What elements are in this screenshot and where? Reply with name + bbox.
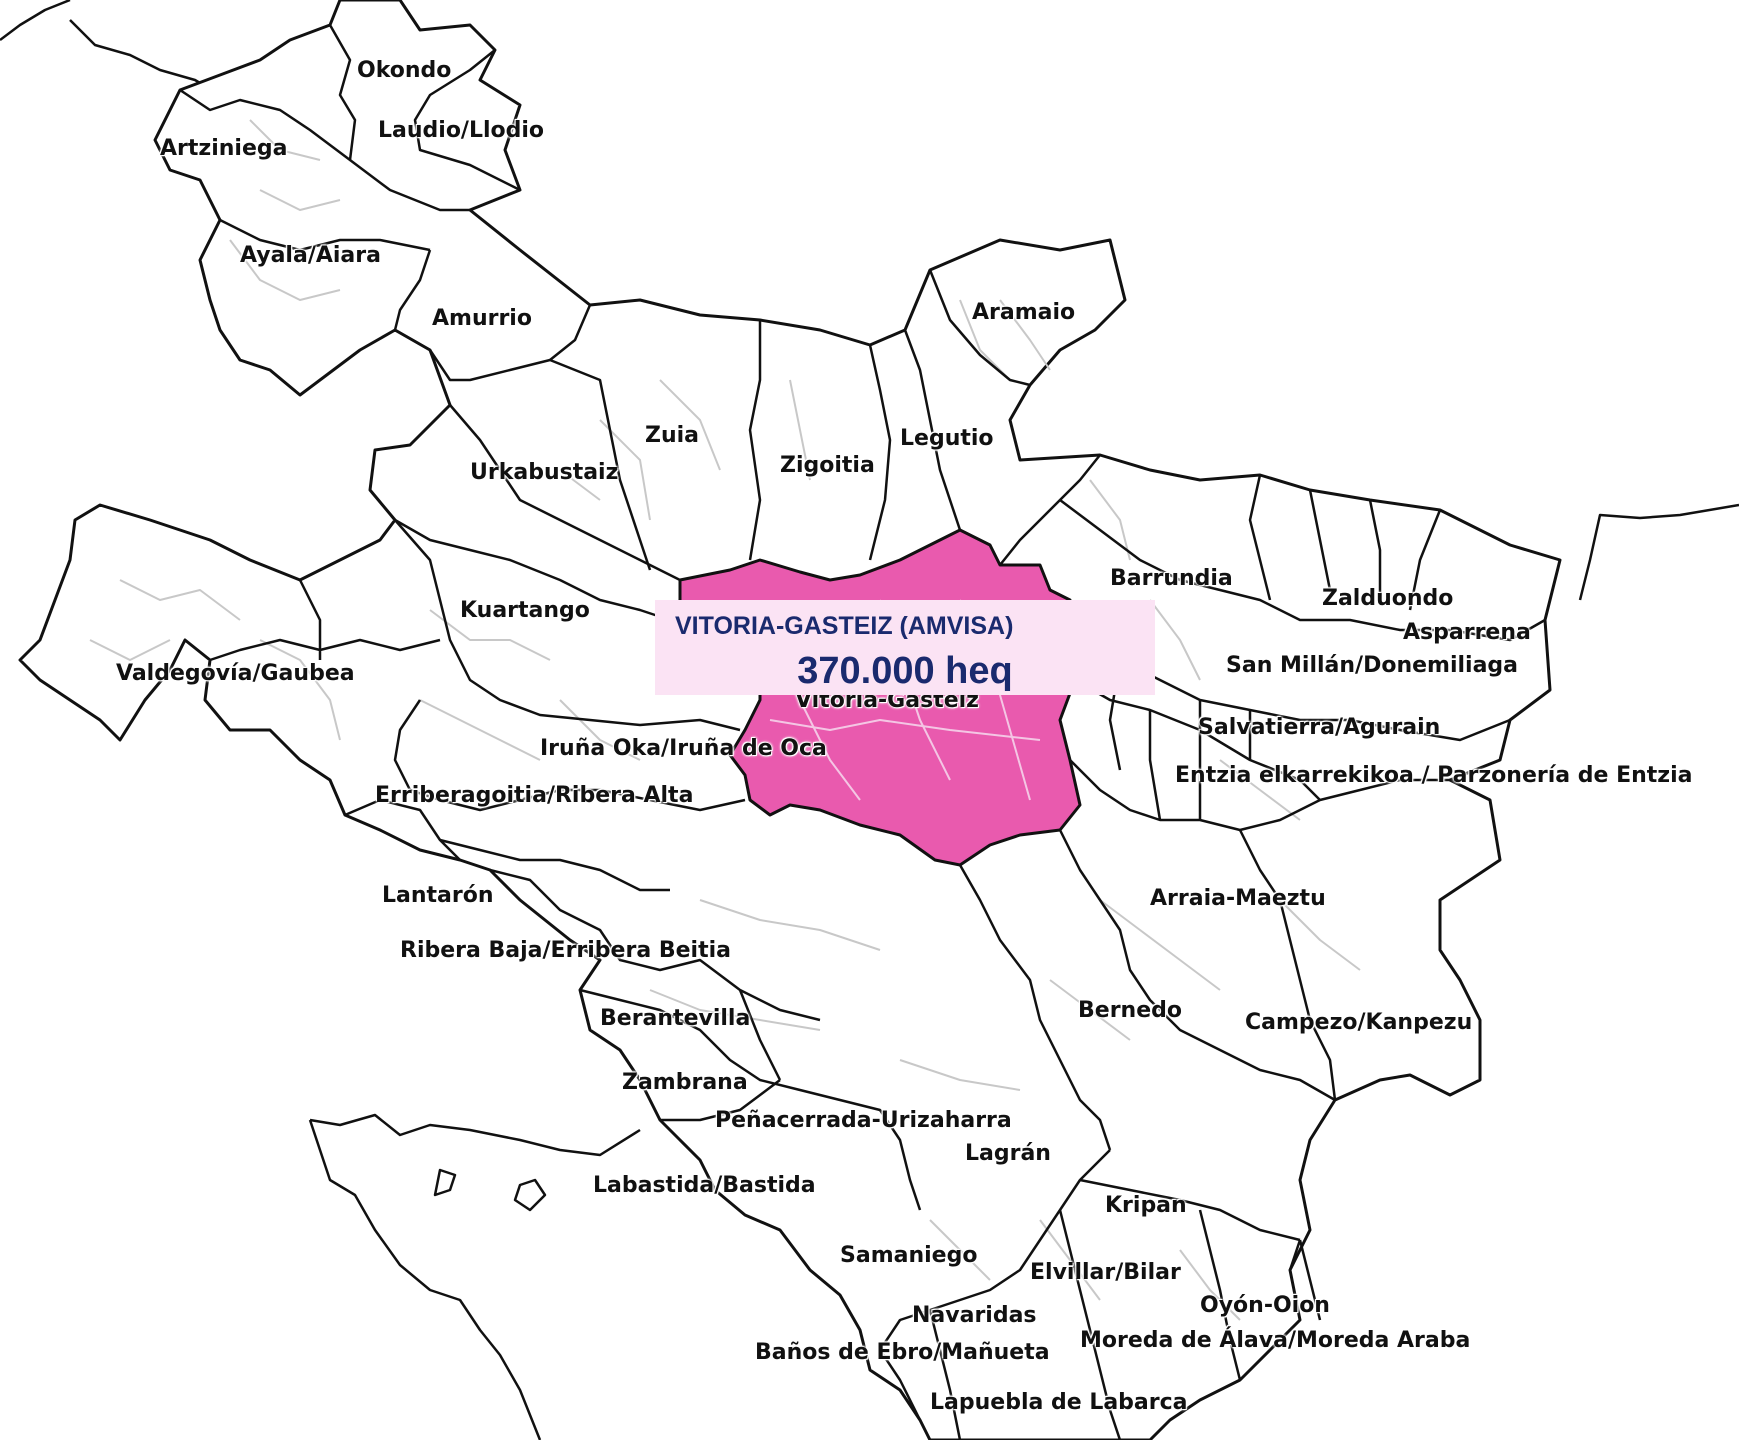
label-zigoitia: Zigoitia: [780, 453, 875, 478]
label-zuia: Zuia: [645, 423, 700, 448]
municipal-borders: [179, 0, 1546, 1440]
label-artziniega: Artziniega: [160, 136, 288, 161]
label-labastida: Labastida/Bastida: [593, 1173, 816, 1198]
label-campezo: Campezo/Kanpezu: [1245, 1010, 1473, 1035]
label-moreda: Moreda de Álava/Moreda Araba: [1080, 1328, 1471, 1353]
label-ribera-baja: Ribera Baja/Erribera Beitia: [400, 938, 731, 963]
label-kripan: Kripan: [1105, 1193, 1187, 1218]
label-okondo: Okondo: [357, 58, 452, 83]
label-urkabustaiz: Urkabustaiz: [470, 460, 619, 485]
label-arraia: Arraia-Maeztu: [1150, 886, 1326, 911]
label-erriberagoitia: Erriberagoitia/Ribera Alta: [375, 783, 694, 808]
label-zalduondo: Zalduondo: [1322, 586, 1454, 611]
label-lagran: Lagrán: [965, 1141, 1051, 1166]
label-iruna: Iruña Oka/Iruña de Oca: [540, 736, 827, 761]
label-legutio: Legutio: [900, 426, 994, 451]
label-zambrana: Zambrana: [622, 1070, 748, 1095]
label-entzia: Entzia elkarrekikoa / Parzonería de Entz…: [1175, 763, 1693, 788]
label-oyon: Oyón-Oion: [1200, 1293, 1330, 1318]
label-laudio: Laudio/Llodio: [378, 118, 545, 143]
label-bernedo: Bernedo: [1078, 998, 1182, 1023]
label-asparrena: Asparrena: [1403, 620, 1531, 645]
label-kuartango: Kuartango: [460, 598, 590, 623]
label-elvillar: Elvillar/Bilar: [1030, 1260, 1181, 1285]
highlight-name: VITORIA-GASTEIZ (AMVISA): [675, 612, 1014, 640]
highlight-value: 370.000 heq: [797, 650, 1013, 692]
label-ayala: Ayala/Aiara: [240, 243, 381, 268]
label-valdegovia: Valdegovía/Gaubea: [116, 661, 355, 686]
label-san-millan: San Millán/Donemiliaga: [1226, 653, 1519, 678]
label-penacerrada: Peñacerrada-Urizaharra: [715, 1108, 1012, 1133]
label-navaridas: Navaridas: [912, 1303, 1037, 1328]
label-berantevilla: Berantevilla: [600, 1006, 751, 1031]
label-salvatierra: Salvatierra/Agurain: [1198, 715, 1441, 740]
label-lantaron: Lantarón: [382, 883, 494, 908]
label-lapuebla: Lapuebla de Labarca: [930, 1390, 1188, 1415]
label-barrundia: Barrundia: [1110, 566, 1233, 591]
minor-borders: [89, 119, 1361, 1321]
label-amurrio: Amurrio: [432, 306, 532, 331]
label-banos: Baños de Ebro/Mañueta: [755, 1340, 1050, 1365]
label-vitoria: Vitoria-Gasteiz: [795, 688, 979, 713]
highlight-info-box: VITORIA-GASTEIZ (AMVISA) 370.000 heq: [655, 600, 1155, 695]
label-aramaio: Aramaio: [972, 300, 1076, 325]
label-samaniego: Samaniego: [840, 1243, 978, 1268]
